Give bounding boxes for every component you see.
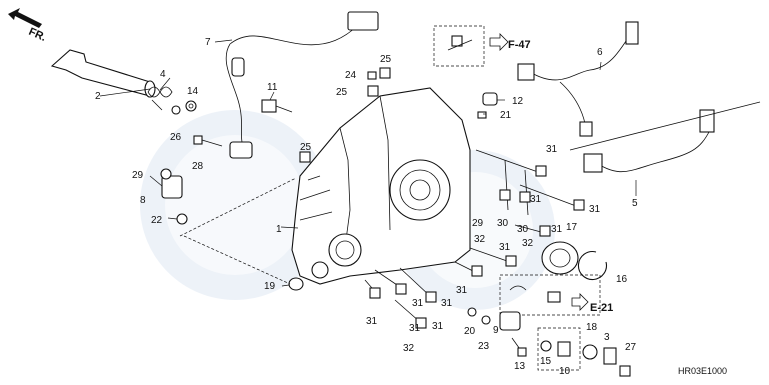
callout-14: 14 <box>187 86 199 97</box>
callout-31c: 31 <box>530 194 542 205</box>
callout-32b: 32 <box>474 234 486 245</box>
callout-26: 26 <box>170 132 182 143</box>
callout-27: 27 <box>625 342 637 353</box>
leader-lines <box>99 39 637 287</box>
callout-25a: 25 <box>300 142 312 153</box>
harness-6-part <box>517 21 639 137</box>
callout-31f: 31 <box>456 285 468 296</box>
callout-30c: 30 <box>517 224 529 235</box>
callout-31i: 31 <box>409 323 421 334</box>
callout-16: 16 <box>616 274 628 285</box>
switch-part <box>261 99 293 113</box>
callout-18: 18 <box>586 322 598 333</box>
callout-15: 15 <box>540 356 552 367</box>
callout-31a: 31 <box>546 144 558 155</box>
callout-32c: 32 <box>403 343 415 354</box>
sensor-harness-part <box>225 11 379 159</box>
callout-28: 28 <box>192 161 204 172</box>
callout-31b: 31 <box>589 204 601 215</box>
callout-9: 9 <box>493 325 499 336</box>
callout-11: 11 <box>267 82 278 93</box>
bolt-28-part <box>193 135 223 147</box>
front-label: FR. <box>27 26 48 44</box>
callout-8: 8 <box>140 195 146 206</box>
crankcase-main-part <box>291 87 471 285</box>
callout-3: 3 <box>604 332 610 343</box>
ref-f47-label: F-47 <box>508 39 531 51</box>
callout-22: 22 <box>151 215 163 226</box>
callout-29: 29 <box>132 170 144 181</box>
bearing-part <box>541 241 579 275</box>
callout-23: 23 <box>478 341 490 352</box>
callout-21: 21 <box>500 110 512 121</box>
ref-box-f47 <box>433 25 509 67</box>
callout-24: 24 <box>345 70 357 81</box>
callout-labels: 2 4 14 26 28 7 11 25 24 25 25 F-47 12 21… <box>95 37 727 377</box>
ref-box-e21 <box>499 274 601 316</box>
callout-4: 4 <box>160 69 166 80</box>
callout-10: 10 <box>559 366 571 377</box>
harness-5-part <box>583 109 715 173</box>
callout-13: 13 <box>514 361 526 372</box>
callout-1: 1 <box>276 224 282 235</box>
callout-20: 20 <box>464 326 476 337</box>
callout-25b: 25 <box>380 54 392 65</box>
spring-part <box>147 86 173 111</box>
callout-5: 5 <box>632 198 638 209</box>
callout-30b: 30 <box>497 218 509 229</box>
callout-12: 12 <box>512 96 524 107</box>
callout-32a: 32 <box>522 238 534 249</box>
ref-e21-label: E-21 <box>590 302 613 314</box>
shift-lever-part <box>50 49 156 98</box>
callout-2: 2 <box>95 91 101 102</box>
bolt-set-31 <box>364 149 585 329</box>
callout-31h: 31 <box>412 298 424 309</box>
callout-31g: 31 <box>441 298 453 309</box>
callout-30a: 29 <box>472 218 484 229</box>
callout-7: 7 <box>205 37 211 48</box>
callout-31e: 31 <box>499 242 511 253</box>
front-direction-arrow: FR. <box>8 8 48 44</box>
drawing-code: HR03E1000 <box>678 366 727 376</box>
callout-6: 6 <box>597 47 603 58</box>
callout-25c: 25 <box>336 87 348 98</box>
callout-17: 17 <box>566 222 578 233</box>
callout-31j: 31 <box>366 316 378 327</box>
callout-19: 19 <box>264 281 276 292</box>
callout-31k: 31 <box>432 321 444 332</box>
callout-31d: 31 <box>551 224 563 235</box>
